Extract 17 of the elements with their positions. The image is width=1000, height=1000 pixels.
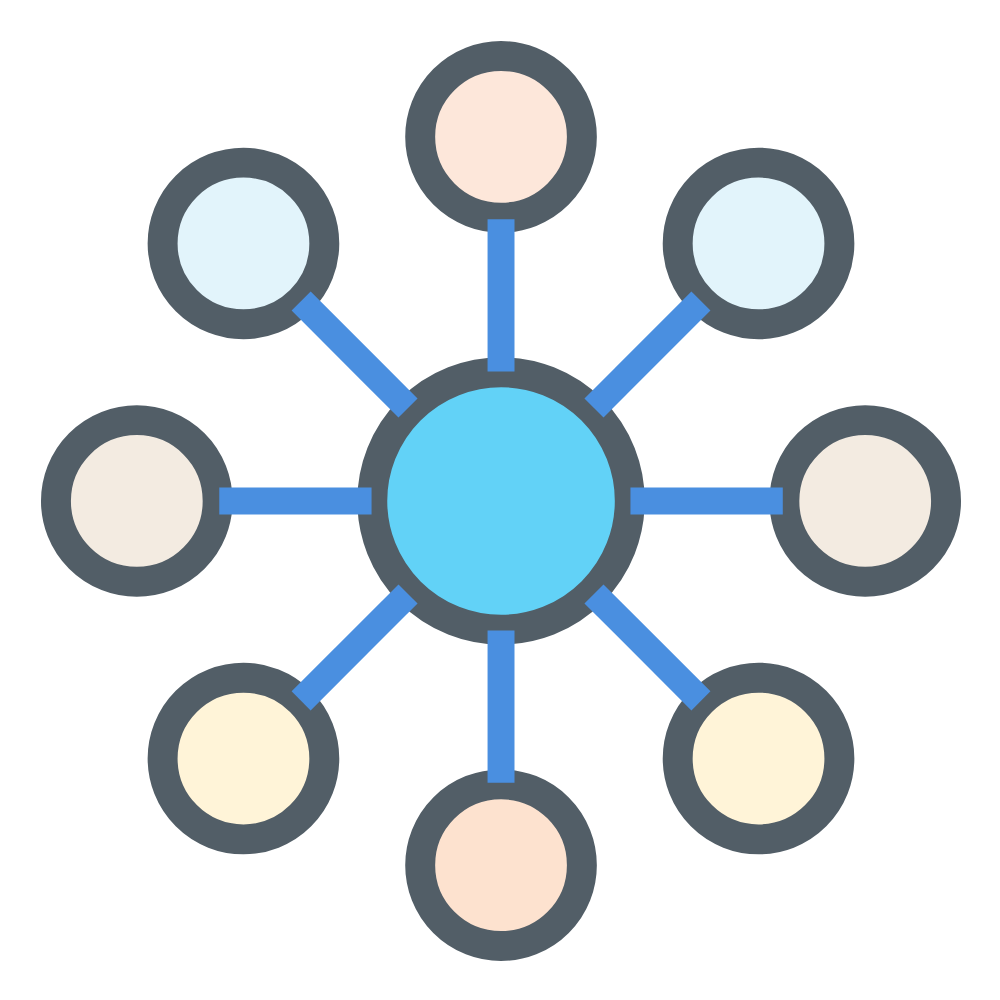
- node-circle: [146, 146, 339, 339]
- connector: [486, 629, 514, 782]
- connector: [218, 486, 371, 514]
- node-circle: [661, 146, 854, 339]
- connector: [290, 583, 417, 710]
- node-circle: [146, 661, 339, 854]
- connector: [486, 218, 514, 371]
- connector: [290, 290, 417, 417]
- node-circle: [356, 356, 644, 644]
- connector: [583, 583, 710, 710]
- node-circle: [768, 404, 960, 596]
- node-circle: [40, 404, 232, 596]
- node-circle: [404, 40, 596, 232]
- node-circle: [661, 661, 854, 854]
- connector: [583, 290, 710, 417]
- connector: [629, 486, 782, 514]
- node-circle: [404, 768, 596, 960]
